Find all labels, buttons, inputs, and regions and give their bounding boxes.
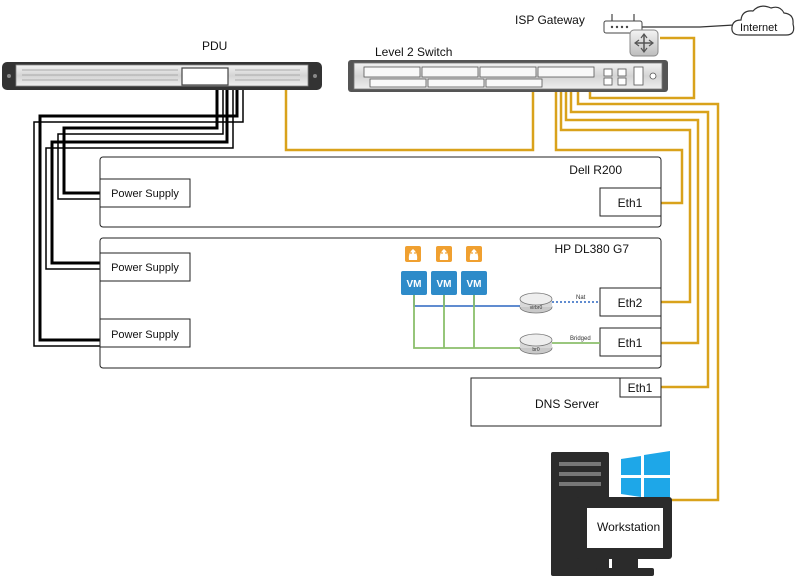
isp-label: ISP Gateway: [515, 13, 585, 27]
virbr0-label: virbr0: [530, 305, 543, 311]
vm-box: VM: [461, 271, 487, 295]
dns-eth1-label: Eth1: [628, 381, 653, 395]
switch-label: Level 2 Switch: [375, 45, 452, 59]
bridged-label: Bridged: [570, 336, 591, 342]
hp-eth2-label: Eth2: [618, 296, 643, 310]
hp-power-supply-2-label: Power Supply: [111, 329, 179, 341]
dns-eth1-port: [619, 377, 662, 398]
vm-links: [413, 295, 600, 349]
linux-icon: [436, 246, 452, 262]
internet-label: Internet: [740, 22, 777, 34]
nat-label: Nat: [576, 295, 586, 301]
monitor-icon: [576, 497, 672, 576]
router-icon: [629, 29, 659, 57]
pdu-label: PDU: [202, 39, 227, 53]
internet-link: [640, 24, 735, 28]
hp-label: HP DL380 G7: [555, 242, 630, 256]
workstation-label: Workstation: [597, 520, 660, 534]
vm-label: VM: [407, 279, 422, 290]
vm-label: VM: [467, 279, 482, 290]
hp-power-supply-1: [99, 252, 191, 282]
virtual-router-icon: br0: [519, 333, 553, 355]
windows-icon: [621, 451, 670, 502]
vm-box: VM: [431, 271, 457, 295]
ethernet-cables: [284, 36, 720, 502]
vm-label: VM: [437, 279, 452, 290]
pdu-unit: [2, 62, 322, 90]
linux-icon: [466, 246, 482, 262]
dell-power-supply-label: Power Supply: [111, 188, 179, 200]
dell-eth1-label: Eth1: [618, 196, 643, 210]
hp-power-supply-1-label: Power Supply: [111, 262, 179, 274]
linux-icon: [405, 246, 421, 262]
vm-box: VM: [401, 271, 427, 295]
switch-unit: [348, 60, 668, 92]
power-cables: [33, 86, 244, 347]
dns-label: DNS Server: [535, 397, 599, 411]
hp-eth1-label: Eth1: [618, 336, 643, 350]
dell-eth1-port: [599, 187, 662, 217]
hp-eth2-port: [599, 287, 662, 317]
internet-cloud-icon: [731, 5, 795, 36]
dell-label: Dell R200: [569, 163, 622, 177]
dell-power-supply: [99, 178, 191, 208]
hp-eth1-port: [599, 327, 662, 357]
virtual-router-icon: virbr0: [519, 292, 553, 314]
hp-power-supply-2: [99, 318, 191, 348]
br0-label: br0: [532, 347, 539, 353]
